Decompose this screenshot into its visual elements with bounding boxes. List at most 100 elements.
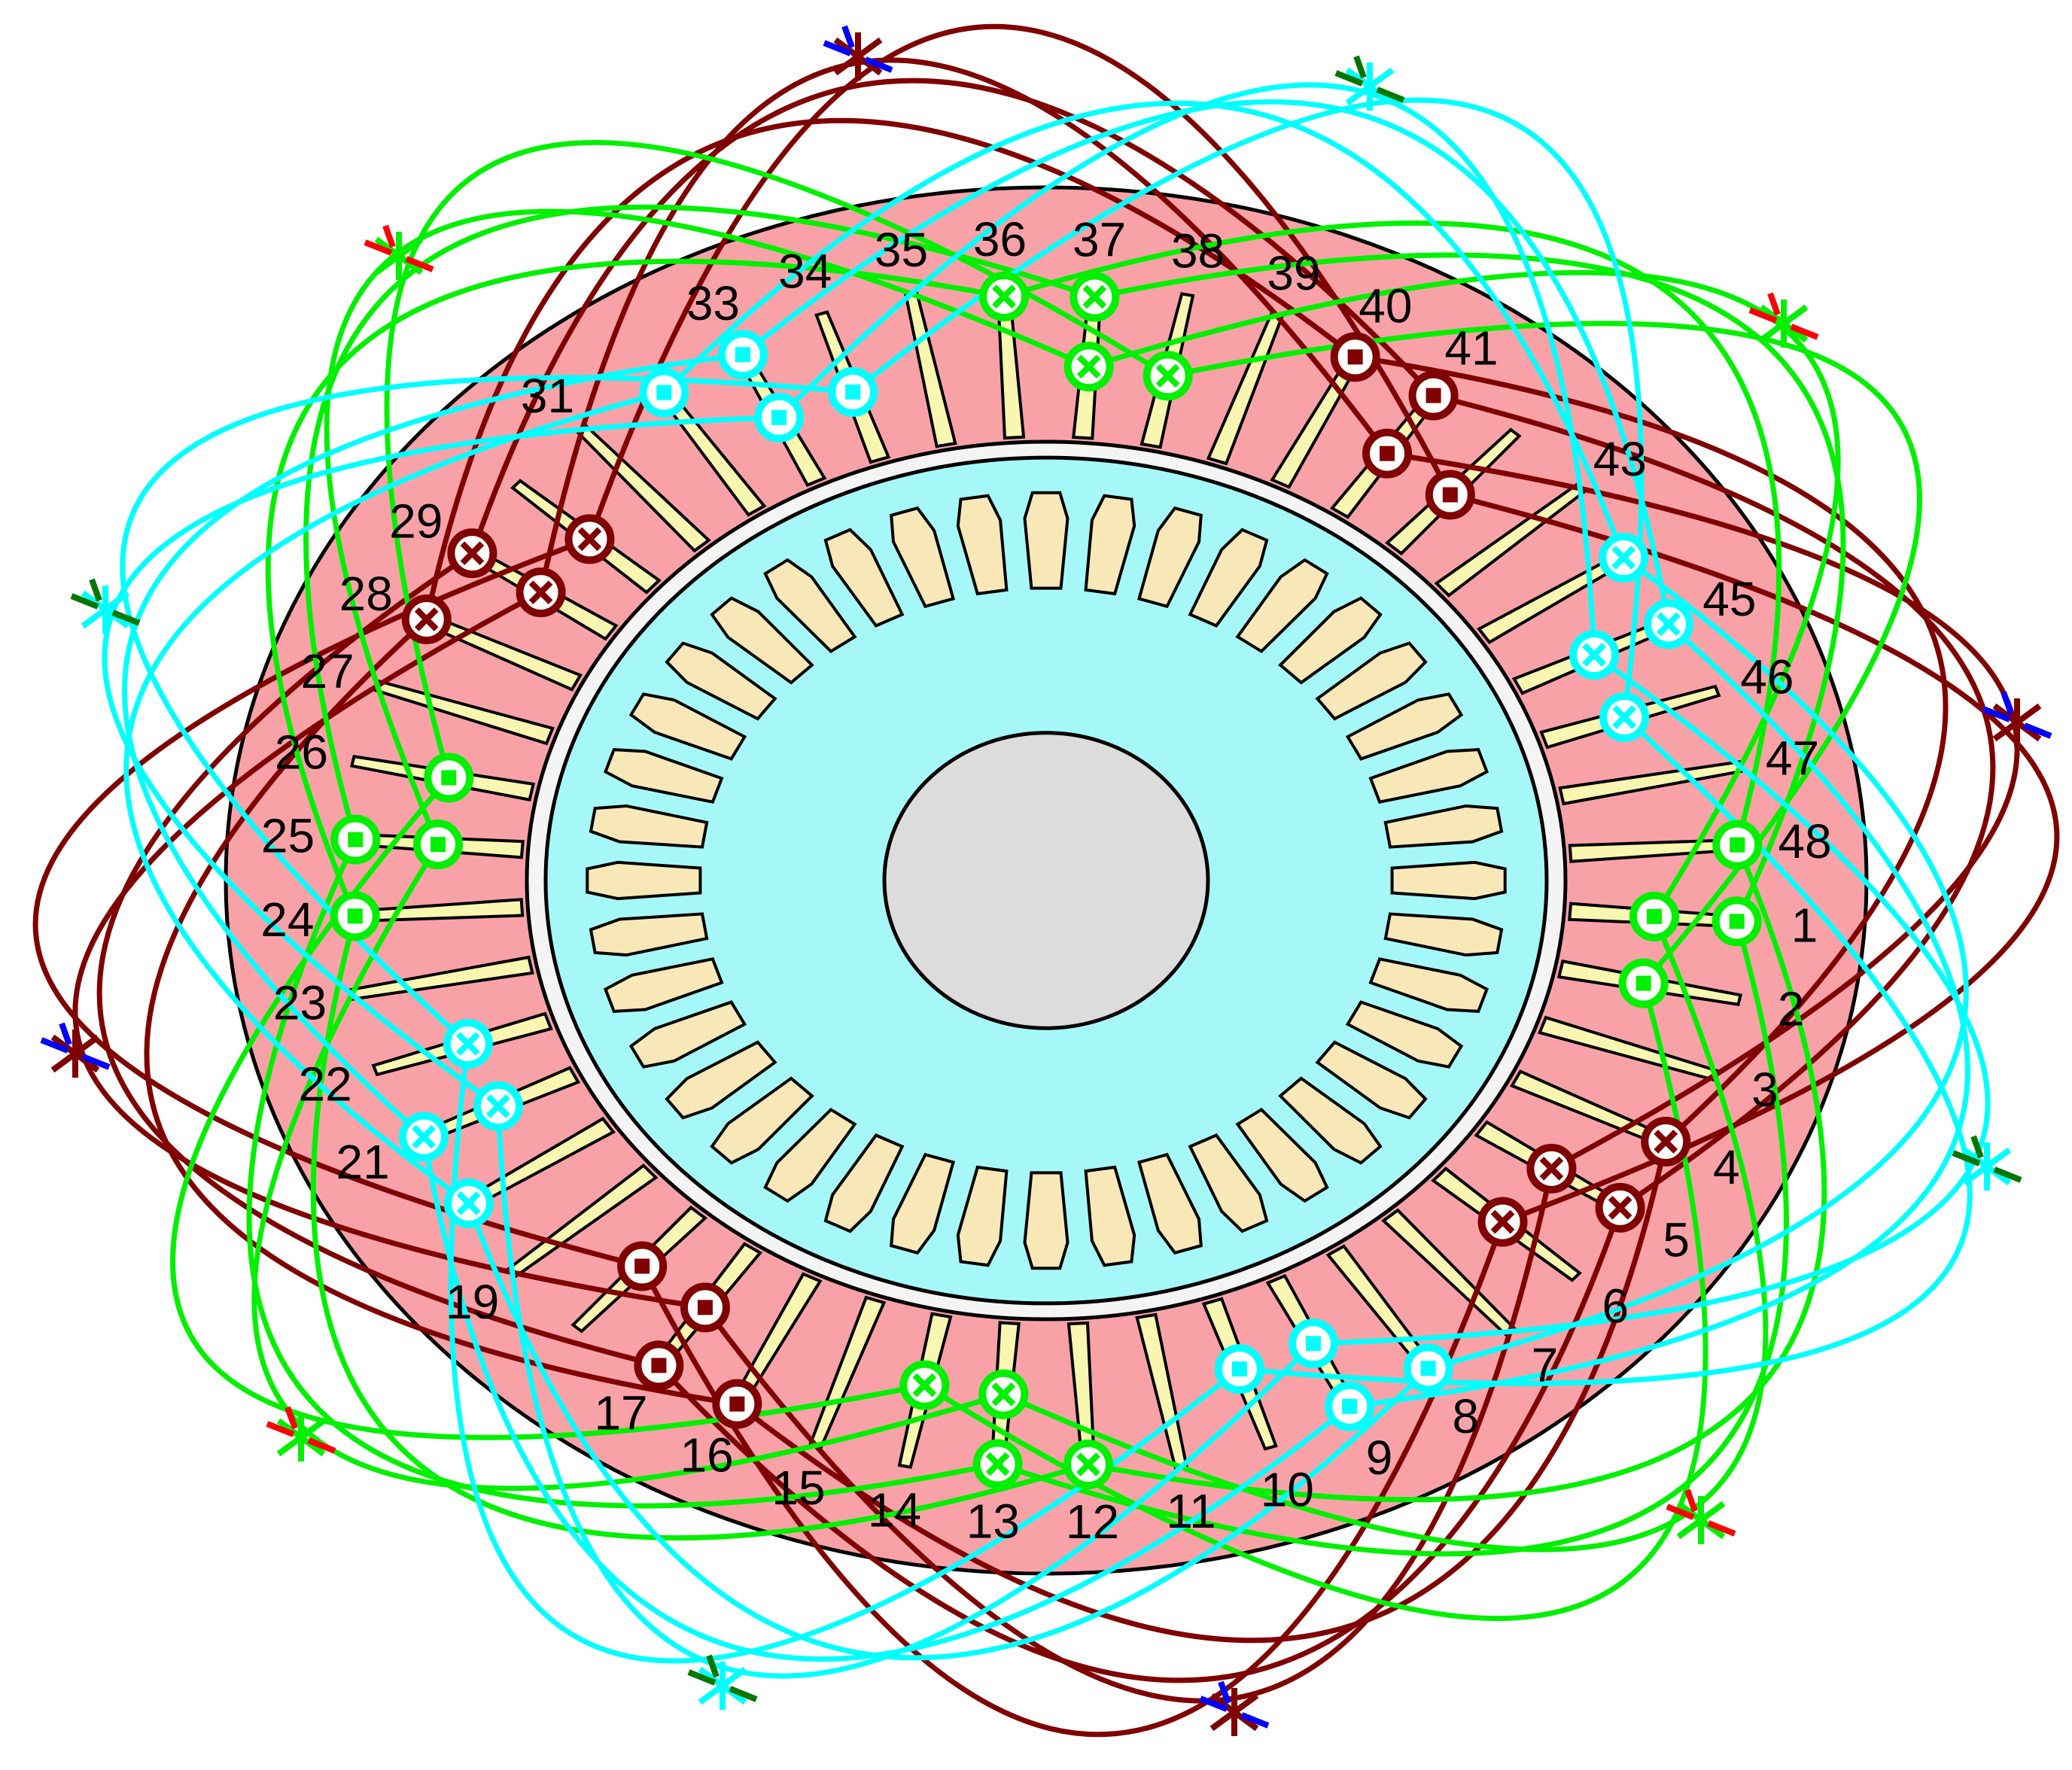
conductor-out-of-page-icon (712, 1379, 762, 1429)
coil-end-turn (996, 920, 1789, 1557)
coil-terminal-marker-icon (1982, 691, 2052, 747)
slot-number-label: 33 (686, 276, 740, 330)
coil-end-turn (1094, 252, 1846, 923)
conductor-into-page-icon (443, 1178, 494, 1228)
rotor-bar (763, 1107, 857, 1203)
rotor-bar (1023, 491, 1069, 590)
slot-number-label: 24 (260, 893, 314, 947)
rotor-bar (1383, 912, 1504, 957)
slot-number-label: 7 (1532, 1338, 1559, 1392)
coil-terminal-marker-icon (687, 1654, 758, 1710)
coil-end-markers (40, 25, 2052, 1736)
coil-end-turn (448, 1043, 1242, 1664)
conductor-into-page-icon (1569, 630, 1620, 680)
conductor-out-of-page-icon (1362, 428, 1413, 479)
conductor-out-of-page-icon (1618, 958, 1669, 1008)
slot-number-label: 9 (1366, 1431, 1393, 1485)
slot-number-label: 1 (1791, 899, 1818, 953)
coil-end-turn (1167, 321, 1922, 985)
rotor-bar (1390, 860, 1507, 901)
rotor-bar (1084, 1165, 1136, 1267)
rotor-bar (628, 692, 747, 761)
slot-number-label: 8 (1453, 1389, 1480, 1443)
slot-number-label: 25 (261, 808, 315, 862)
conductor-into-page-icon (473, 1081, 523, 1131)
conductor-into-page-icon (899, 1360, 950, 1410)
rotor-bar (1315, 1040, 1428, 1120)
conductor-into-page-icon (447, 528, 497, 579)
conductor-into-page-icon (1643, 599, 1693, 649)
slot-number-label: 6 (1602, 1279, 1629, 1334)
rotor-bar (710, 596, 814, 685)
conductor-into-page-icon (1595, 1182, 1645, 1233)
coil-end-turn (735, 1141, 1669, 1644)
coil-end-turn (384, 140, 1170, 779)
end-winding-coils (32, 23, 2060, 1738)
coil-terminal-marker-icon (1334, 55, 1405, 111)
rotor-bar (1136, 506, 1203, 609)
coil-end-turn (310, 915, 1089, 1541)
coil-terminal-marker-icon (266, 1406, 336, 1461)
slot-number-label: 26 (275, 725, 328, 780)
rotor-bar (1278, 596, 1383, 685)
coil-end-turn (923, 982, 1708, 1621)
slot-number-label: 36 (973, 212, 1027, 266)
coil-end-turn (1239, 715, 1973, 1386)
conductor-into-page-icon (1069, 272, 1120, 322)
rotor-bar (1345, 1000, 1464, 1069)
slot-number-label: 10 (1261, 1462, 1314, 1516)
coil-end-turn (32, 537, 644, 1269)
coil-end-turn (120, 375, 853, 1046)
conductor-out-of-page-icon (639, 367, 689, 418)
coil-end-turn (466, 1202, 1431, 1661)
coil-end-turn (122, 351, 744, 1139)
coil-terminal-marker-icon (70, 578, 141, 634)
conductor-out-of-page-icon (1288, 1318, 1338, 1369)
conductor-out-of-page-icon (330, 891, 380, 941)
rotor-bar (603, 957, 724, 1013)
slot-number-label: 19 (446, 1275, 499, 1329)
rotor-bar (1278, 1076, 1383, 1165)
conductor-out-of-page-icon (1214, 1344, 1264, 1394)
rotor-bar (1235, 558, 1329, 654)
coil-end-turn (96, 551, 660, 1368)
rotor-bar (956, 494, 1009, 596)
slot-number-label: 47 (1766, 731, 1819, 785)
coil-end-turn (662, 100, 1626, 559)
conductor-into-page-icon (1477, 1197, 1528, 1247)
slot-number-label: 27 (300, 644, 354, 698)
slot-number-label: 29 (389, 494, 443, 549)
coil-terminal-marker-icon (1952, 1135, 2022, 1191)
shaft (882, 731, 1210, 1030)
coil-end-turn (656, 1206, 1623, 1683)
conductors (330, 272, 1763, 1489)
slot-number-label: 17 (594, 1385, 647, 1440)
conductor-out-of-page-icon (1712, 820, 1763, 870)
rotor-bar (665, 1040, 777, 1120)
conductor-into-page-icon (443, 1019, 493, 1069)
conductor-into-page-icon (1599, 533, 1649, 583)
slot-number-label: 40 (1359, 278, 1412, 333)
coil-end-turn (1349, 622, 1970, 1410)
slot-number-label: 2 (1778, 981, 1805, 1036)
conductor-out-of-page-icon (330, 814, 381, 865)
conductor-into-page-icon (1526, 1143, 1577, 1194)
coil-end-turn (850, 97, 1645, 718)
slot-number-label: 12 (1066, 1495, 1119, 1549)
conductor-out-of-page-icon (828, 366, 878, 417)
conductor-into-page-icon (516, 567, 566, 618)
coil-terminal-marker-icon (1199, 1680, 1270, 1736)
coil-end-turn (1003, 220, 1782, 846)
rotor-bar (1345, 692, 1464, 761)
rotor-bar (710, 1076, 814, 1165)
slot-number-label: 3 (1751, 1063, 1778, 1117)
conductor-out-of-page-icon (1425, 470, 1475, 520)
coil-terminal-marker-icon (1666, 1489, 1736, 1544)
rotor-bar (763, 558, 857, 654)
slot-number-label: 5 (1663, 1212, 1690, 1267)
rotor-bar (823, 1133, 905, 1233)
conductor-into-page-icon (401, 594, 452, 644)
conductor-out-of-page-icon (680, 1282, 730, 1333)
conductor-into-page-icon (399, 1112, 449, 1162)
conductor-out-of-page-icon (1403, 1343, 1453, 1394)
